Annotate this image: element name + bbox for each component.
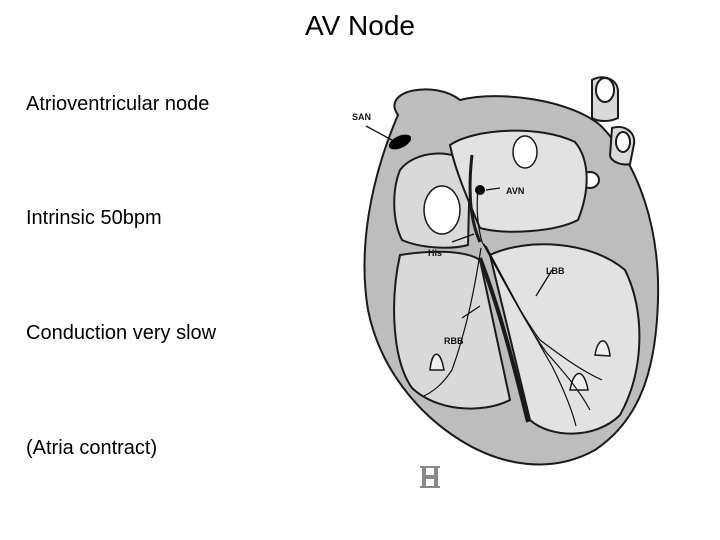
right-ventricle (393, 250, 512, 410)
bullet-atrioventricular-node: Atrioventricular node (26, 93, 210, 115)
label-san: SAN (352, 112, 371, 122)
label-lbb: LBB (546, 266, 565, 276)
label-arrows (365, 125, 553, 319)
sa-node (388, 134, 412, 150)
bullet-conduction-speed: Conduction very slow (26, 322, 217, 344)
label-his: His (428, 248, 442, 258)
label-avn: AVN (506, 186, 524, 196)
interatrial-septum (468, 154, 482, 243)
av-node (475, 185, 485, 195)
bullet-atria-contract: (Atria contract) (26, 437, 158, 459)
bullet-intrinsic-rate: Intrinsic 50bpm (26, 207, 162, 229)
label-rbb: RBB (444, 336, 464, 346)
heart-illustration: SAN AVN His LBB RBB (352, 76, 660, 488)
interventricular-septum (478, 257, 530, 423)
great-vessels (580, 76, 636, 189)
left-ventricle (488, 243, 641, 435)
publisher-logo-icon (420, 466, 440, 488)
heart-conduction-diagram: SAN AVN His LBB RBB (340, 70, 670, 500)
slide-title: AV Node (305, 10, 415, 41)
